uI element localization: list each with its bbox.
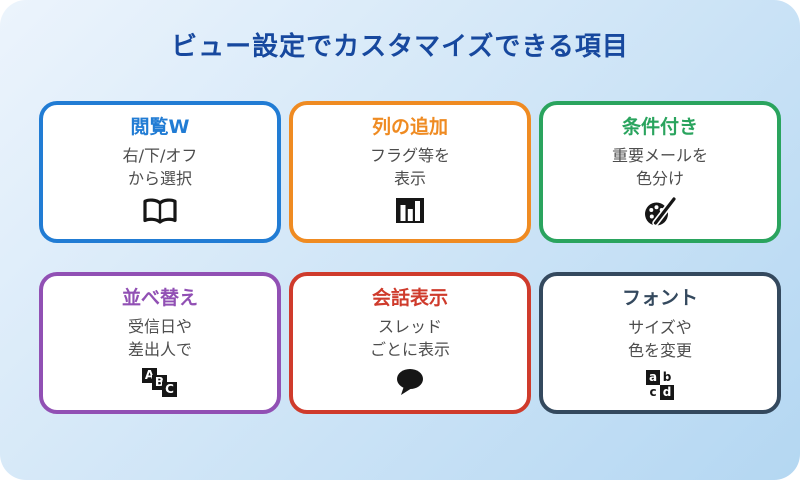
column-chart-icon xyxy=(395,197,425,229)
card-description: スレッド ごとに表示 xyxy=(369,317,450,359)
card-reading-pane: 閲覧W 右/下/オフ から選択 xyxy=(39,101,281,243)
card-title: 並べ替え xyxy=(121,287,198,309)
card-description: サイズや 色を変更 xyxy=(627,318,692,360)
card-title: フォント xyxy=(621,287,698,309)
card-conditional-formatting: 条件付き 重要メールを 色分け xyxy=(539,101,781,243)
card-conversation-view: 会話表示 スレッド ごとに表示 xyxy=(289,272,531,414)
card-title: 閲覧W xyxy=(130,116,190,138)
speech-bubble-icon xyxy=(395,368,425,400)
card-description: 受信日や 差出人で xyxy=(127,317,192,359)
card-add-columns: 列の追加 フラグ等を 表示 xyxy=(289,101,531,243)
card-title: 会話表示 xyxy=(371,287,448,309)
card-description: 右/下/オフ から選択 xyxy=(122,146,198,188)
paint-palette-icon xyxy=(643,197,677,229)
card-grid: 閲覧W 右/下/オフ から選択 列の追加 フラグ等を 表示 xyxy=(39,101,781,414)
open-book-icon xyxy=(142,197,178,229)
card-description: フラグ等を 表示 xyxy=(369,146,450,188)
card-title: 条件付き xyxy=(621,116,698,138)
card-title: 列の追加 xyxy=(371,116,448,138)
card-description: 重要メールを 色分け xyxy=(611,146,708,188)
page-title: ビュー設定でカスタマイズできる項目 xyxy=(171,32,629,62)
